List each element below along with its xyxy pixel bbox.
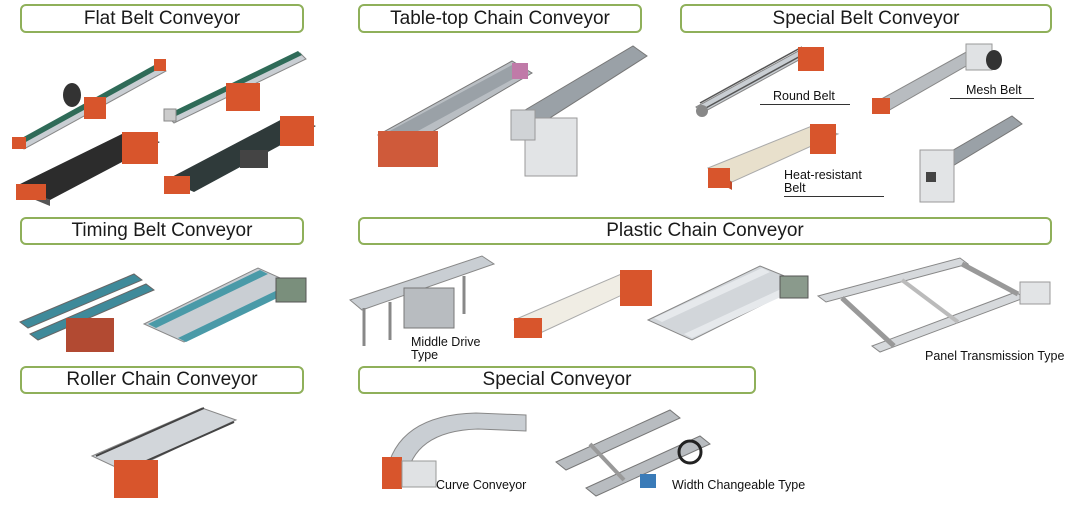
roller-chain-conveyor-image	[90, 407, 238, 498]
width-changeable-label: Width Changeable Type	[672, 478, 806, 492]
panel-transmission-label: Panel Transmission Type	[925, 349, 1065, 363]
flat-belt-conveyor-image-4	[164, 116, 316, 194]
section-header-special-belt: Special Belt Conveyor	[680, 4, 1052, 33]
plastic-chain-conveyor-image-2	[512, 270, 652, 338]
plastic-chain-conveyor-image-3	[646, 265, 809, 341]
round-belt-label: Round Belt	[773, 89, 835, 105]
mesh-belt-leader-line	[950, 98, 1034, 99]
mesh-belt-label: Mesh Belt	[966, 83, 1022, 99]
heat-resistant-belt-label-line-2: Belt	[784, 181, 806, 195]
middle-drive-label-line-2: Type	[411, 348, 439, 362]
width-changeable-conveyor-image	[555, 409, 711, 497]
special-belt-conveyor-image-4	[919, 115, 1023, 203]
tabletop-chain-conveyor-image-2	[510, 45, 648, 177]
flat-belt-conveyor-image-2	[163, 51, 307, 124]
flat-belt-conveyor-image-1	[12, 59, 167, 150]
panel-transmission-conveyor-image	[816, 257, 1051, 353]
heat-resistant-belt-conveyor-image	[706, 124, 840, 190]
section-header-roller-chain: Roller Chain Conveyor	[20, 366, 304, 394]
middle-drive-conveyor-image	[348, 255, 496, 346]
mesh-belt-conveyor-image	[872, 43, 1002, 114]
curve-conveyor-image	[382, 412, 527, 489]
middle-drive-label-line-1: Middle Drive	[411, 335, 481, 349]
curve-conveyor-label: Curve Conveyor	[436, 478, 527, 492]
timing-belt-conveyor-image-2	[142, 267, 307, 343]
heat-resistant-belt-label-line-1: Heat-resistant	[784, 168, 862, 182]
section-header-timing-belt: Timing Belt Conveyor	[20, 217, 304, 245]
flat-belt-conveyor-image-3	[16, 132, 160, 206]
tabletop-chain-conveyor-image-1	[377, 60, 533, 167]
section-header-special: Special Conveyor	[358, 366, 756, 394]
section-header-tabletop-chain: Table-top Chain Conveyor	[358, 4, 642, 33]
round-belt-leader-line	[760, 104, 850, 105]
timing-belt-conveyor-image-1	[19, 273, 155, 352]
section-header-flat-belt: Flat Belt Conveyor	[20, 4, 304, 33]
section-header-plastic-chain: Plastic Chain Conveyor	[358, 217, 1052, 245]
heat-resistant-belt-leader-line	[784, 196, 884, 197]
round-belt-conveyor-image	[695, 46, 824, 117]
